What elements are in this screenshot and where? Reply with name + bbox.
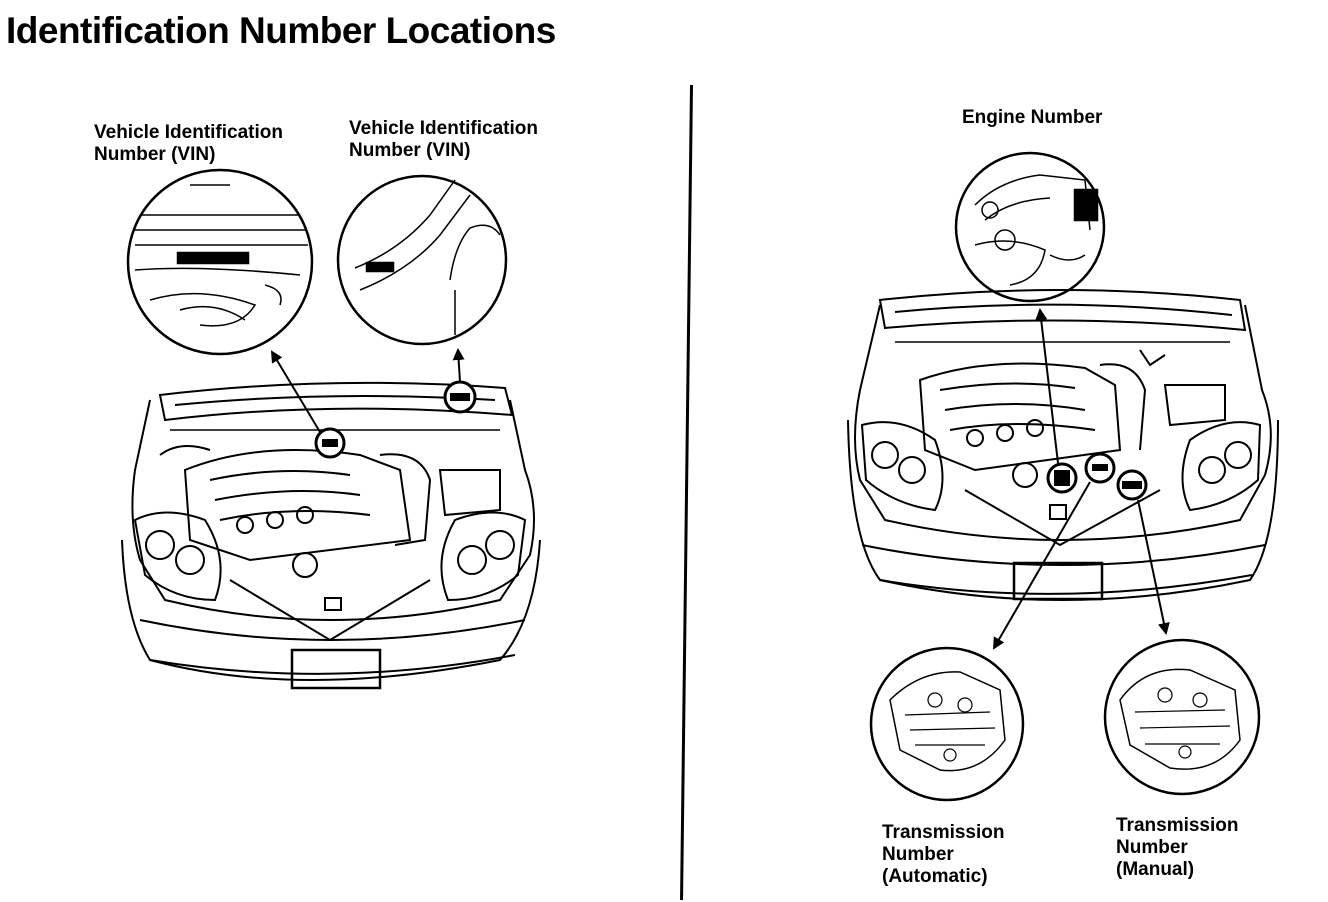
transmission-manual-circle [1103, 638, 1261, 796]
car-right-illustration [847, 289, 1279, 601]
transmission-manual-marker-tag [1122, 481, 1142, 489]
engine-detail-circle [954, 151, 1106, 303]
vin-arrow-left [270, 350, 321, 433]
vin-label-right: Vehicle Identification Number (VIN) [349, 118, 538, 161]
vin-arrow-right [452, 348, 465, 383]
car-left-illustration [121, 381, 541, 690]
transmission-manual-arrow [1137, 499, 1170, 635]
transmission-automatic-label: Transmission Number (Automatic) [882, 822, 1005, 887]
transmission-automatic-arrow [992, 481, 1091, 650]
vin-detail-circle-right [336, 174, 508, 346]
engine-arrow [1035, 308, 1059, 464]
vin-marker-right-tag [450, 393, 470, 401]
transmission-manual-label: Transmission Number (Manual) [1116, 815, 1239, 880]
engine-number-label: Engine Number [962, 107, 1103, 128]
transmission-automatic-circle [869, 646, 1025, 802]
page-title: Identification Number Locations [6, 10, 556, 51]
vin-label-left: Vehicle Identification Number (VIN) [94, 122, 283, 165]
engine-marker-tag [1054, 470, 1070, 486]
vin-marker-left-tag [322, 439, 338, 447]
transmission-automatic-marker-tag [1092, 464, 1108, 471]
vin-detail-circle-left [126, 168, 314, 356]
